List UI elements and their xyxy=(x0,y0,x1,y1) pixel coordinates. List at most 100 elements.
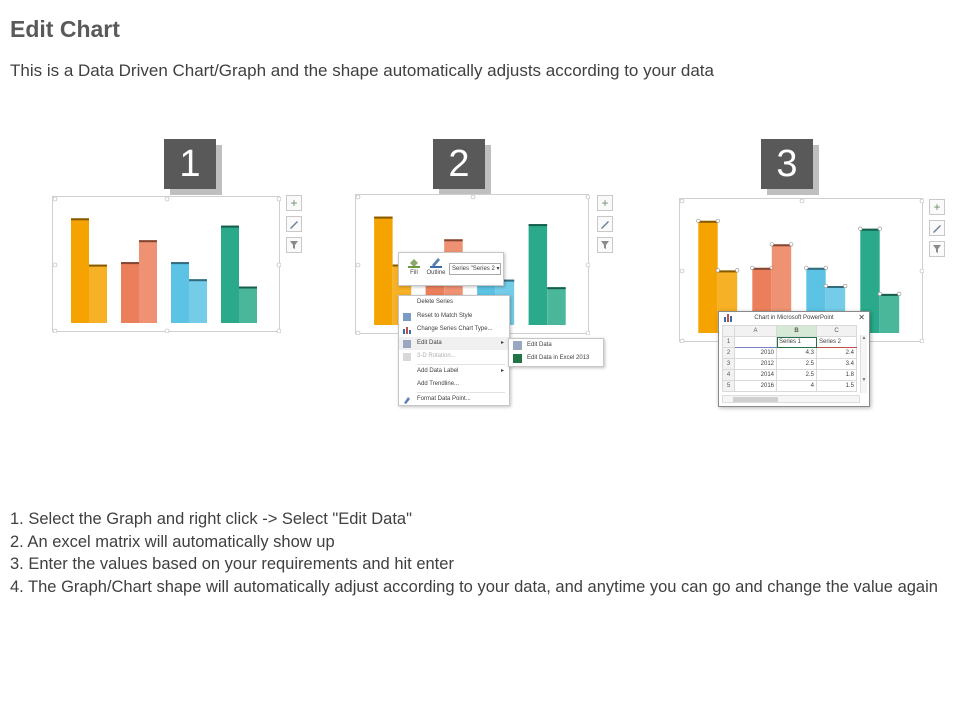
menu-item-reset-style[interactable]: Reset to Match Style xyxy=(399,310,509,324)
selection-handle[interactable] xyxy=(823,283,828,289)
brush-icon[interactable] xyxy=(929,220,945,236)
horizontal-scrollbar[interactable] xyxy=(722,395,860,403)
resize-handle[interactable] xyxy=(276,262,281,268)
brush-icon[interactable] xyxy=(286,216,302,232)
row-number[interactable]: 1 xyxy=(722,336,735,348)
cell[interactable]: 2.4 xyxy=(816,347,857,359)
selection-handle[interactable] xyxy=(858,226,863,231)
resize-handle[interactable] xyxy=(799,199,805,204)
resize-handle[interactable] xyxy=(470,195,476,200)
select-all-corner[interactable] xyxy=(722,325,735,337)
menu-item-format-data-point[interactable]: Format Data Point... xyxy=(399,393,509,407)
cell[interactable]: 2014 xyxy=(734,369,777,381)
bar-2014-series-2[interactable] xyxy=(189,279,207,323)
bar-2016-series-1[interactable] xyxy=(860,228,880,333)
menu-item-edit-data[interactable]: Edit Data▸ xyxy=(399,336,509,350)
resize-handle[interactable] xyxy=(276,197,281,202)
selection-handle[interactable] xyxy=(735,268,740,273)
cell[interactable]: 2.5 xyxy=(776,369,817,381)
bar-2016-series-2[interactable] xyxy=(239,286,257,324)
cell[interactable]: 4.3 xyxy=(776,347,817,359)
cell[interactable] xyxy=(734,336,777,348)
close-icon[interactable]: ✕ xyxy=(858,313,865,322)
selection-handle[interactable] xyxy=(877,291,882,296)
row-number[interactable]: 4 xyxy=(722,369,735,381)
menu-item-add-trendline[interactable]: Add Trendline... xyxy=(399,378,509,392)
bar-2012-series-2[interactable] xyxy=(139,240,157,323)
submenu-item-edit-in-excel[interactable]: Edit Data in Excel 2013 xyxy=(509,352,603,365)
selection-handle[interactable] xyxy=(715,268,720,273)
cell[interactable]: 1.8 xyxy=(816,369,857,381)
resize-handle[interactable] xyxy=(53,197,58,202)
resize-handle[interactable] xyxy=(585,262,590,268)
selection-handle[interactable] xyxy=(843,283,848,289)
bar-2016-series-2[interactable] xyxy=(879,293,900,333)
cell[interactable]: 2.5 xyxy=(776,358,817,370)
resize-handle[interactable] xyxy=(585,330,590,335)
bar-2010-series-1[interactable] xyxy=(71,218,89,323)
resize-handle[interactable] xyxy=(919,338,924,343)
vertical-scrollbar[interactable]: ▲▼ xyxy=(860,335,867,393)
selection-handle[interactable] xyxy=(750,265,755,270)
cell[interactable]: 2010 xyxy=(734,347,777,359)
resize-handle[interactable] xyxy=(356,195,361,200)
selection-handle[interactable] xyxy=(897,291,902,296)
resize-handle[interactable] xyxy=(276,328,281,333)
submenu-item-edit-data[interactable]: Edit Data xyxy=(509,339,603,352)
cell[interactable]: Series 2 xyxy=(816,336,857,348)
selection-handle[interactable] xyxy=(696,218,701,223)
column-header-b[interactable]: B xyxy=(776,325,817,337)
bar-2016-series-1[interactable] xyxy=(528,224,548,325)
bar-2016-series-1[interactable] xyxy=(221,225,239,323)
resize-handle[interactable] xyxy=(680,199,685,204)
resize-handle[interactable] xyxy=(919,268,924,274)
filter-icon[interactable] xyxy=(597,237,613,253)
plus-icon[interactable]: + xyxy=(286,195,302,211)
selection-handle[interactable] xyxy=(823,265,828,270)
bar-2012-series-2[interactable] xyxy=(771,244,792,333)
cell[interactable]: 2016 xyxy=(734,380,777,392)
plus-icon[interactable]: + xyxy=(929,199,945,215)
plus-icon[interactable]: + xyxy=(597,195,613,211)
cell[interactable]: 1.5 xyxy=(816,380,857,392)
series-select[interactable]: Series "Series 2 ▾ xyxy=(449,263,501,275)
resize-handle[interactable] xyxy=(164,197,170,202)
column-header-a[interactable]: A xyxy=(734,325,777,337)
selection-handle[interactable] xyxy=(789,242,794,247)
resize-handle[interactable] xyxy=(53,328,58,333)
menu-item-add-data-label[interactable]: Add Data Label▸ xyxy=(399,365,509,379)
resize-handle[interactable] xyxy=(356,330,361,335)
brush-icon[interactable] xyxy=(597,216,613,232)
cell[interactable]: Series 1 xyxy=(776,336,817,348)
row-number[interactable]: 3 xyxy=(722,358,735,370)
fill-button[interactable]: Fill xyxy=(403,256,425,284)
resize-handle[interactable] xyxy=(680,268,685,274)
bar-2016-series-2[interactable] xyxy=(547,287,566,325)
selection-handle[interactable] xyxy=(877,226,882,231)
bar-2010-series-1[interactable] xyxy=(374,216,393,325)
resize-handle[interactable] xyxy=(164,328,170,333)
bar-2010-series-1[interactable] xyxy=(698,220,718,333)
resize-handle[interactable] xyxy=(585,195,590,200)
column-header-c[interactable]: C xyxy=(816,325,857,337)
resize-handle[interactable] xyxy=(356,262,361,268)
cell[interactable]: 4 xyxy=(776,380,817,392)
bar-2010-series-2[interactable] xyxy=(89,264,107,323)
row-number[interactable]: 5 xyxy=(722,380,735,392)
resize-handle[interactable] xyxy=(53,262,58,268)
cell[interactable]: 2012 xyxy=(734,358,777,370)
menu-item-delete-series[interactable]: Delete Series xyxy=(399,296,509,310)
chart-panel-1[interactable] xyxy=(52,196,281,333)
resize-handle[interactable] xyxy=(680,338,685,343)
selection-handle[interactable] xyxy=(804,265,809,270)
selection-handle[interactable] xyxy=(715,218,720,223)
menu-item-change-chart-type[interactable]: Change Series Chart Type... xyxy=(399,323,509,337)
excel-data-window[interactable]: Chart in Microsoft PowerPoint ✕ A B C 1 … xyxy=(718,311,870,407)
cell[interactable]: 3.4 xyxy=(816,358,857,370)
bar-2014-series-1[interactable] xyxy=(171,262,189,323)
outline-button[interactable]: Outline xyxy=(425,256,447,284)
filter-icon[interactable] xyxy=(929,241,945,257)
bar-chart-1[interactable] xyxy=(53,197,281,333)
bar-2012-series-1[interactable] xyxy=(121,262,139,323)
row-number[interactable]: 2 xyxy=(722,347,735,359)
